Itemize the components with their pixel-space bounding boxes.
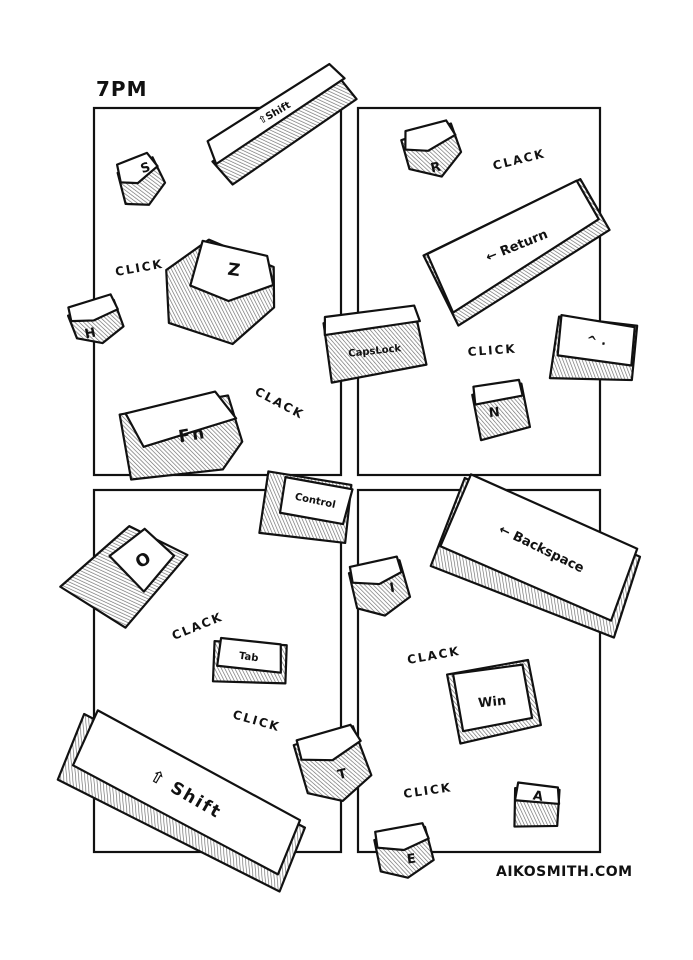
keycap-fn: Fn [118, 390, 244, 481]
svg-text:R: R [429, 160, 442, 177]
svg-text:N: N [488, 405, 500, 421]
sfx-clack-4: CLACK [406, 644, 461, 667]
svg-text:Z: Z [226, 260, 243, 282]
keycap-h: H [66, 293, 125, 345]
svg-text:H: H [83, 325, 97, 342]
keycap-s: S [115, 151, 167, 206]
keycap-control: Control [258, 470, 354, 545]
svg-text:Fn: Fn [177, 423, 208, 448]
svg-text:Tab: Tab [238, 651, 259, 665]
keycap-win: Win [445, 658, 542, 745]
keycap-shift-small: ⇧Shift [206, 62, 358, 186]
svg-text:^ ·: ^ · [584, 333, 607, 352]
keycap-capslock: CapsLock [322, 304, 428, 384]
keycap-t: T [292, 723, 373, 803]
sfx-click-4: CLICK [402, 780, 453, 801]
panel-top-left [92, 106, 343, 477]
keycap-i: I [347, 555, 412, 617]
keycap-e: E [373, 822, 435, 879]
sfx-click-2: CLICK [467, 342, 517, 359]
svg-text:S: S [139, 160, 153, 177]
svg-text:T: T [336, 766, 348, 783]
sfx-click-1: CLICK [114, 257, 165, 279]
credit-url: AIKOSMITH.COM [496, 864, 633, 880]
panel-top-right [356, 106, 602, 477]
keycap-z: Z [165, 238, 276, 346]
sfx-clack-1: CLACK [253, 384, 307, 422]
sfx-click-3: CLICK [231, 707, 282, 734]
keycap-tab: Tab [211, 636, 288, 685]
svg-text:E: E [406, 852, 417, 868]
keycap-n: N [471, 378, 532, 442]
sfx-clack-3: CLACK [170, 610, 225, 643]
sfx-clack-2: CLACK [491, 146, 547, 173]
keycap-r: R [400, 119, 463, 178]
svg-text:A: A [532, 788, 545, 805]
keycap-caret: ^ · [548, 313, 639, 382]
keycap-o: O [59, 525, 189, 629]
keycap-backspace: ← Backspace [429, 473, 642, 639]
svg-text:Win: Win [478, 694, 507, 712]
keycap-return: ← Return [422, 178, 611, 327]
svg-text:I: I [389, 581, 396, 597]
time-caption: 7PM [96, 77, 147, 101]
keycap-shift-big: ⇧ Shift [56, 709, 307, 893]
keycap-a: A [513, 781, 561, 828]
